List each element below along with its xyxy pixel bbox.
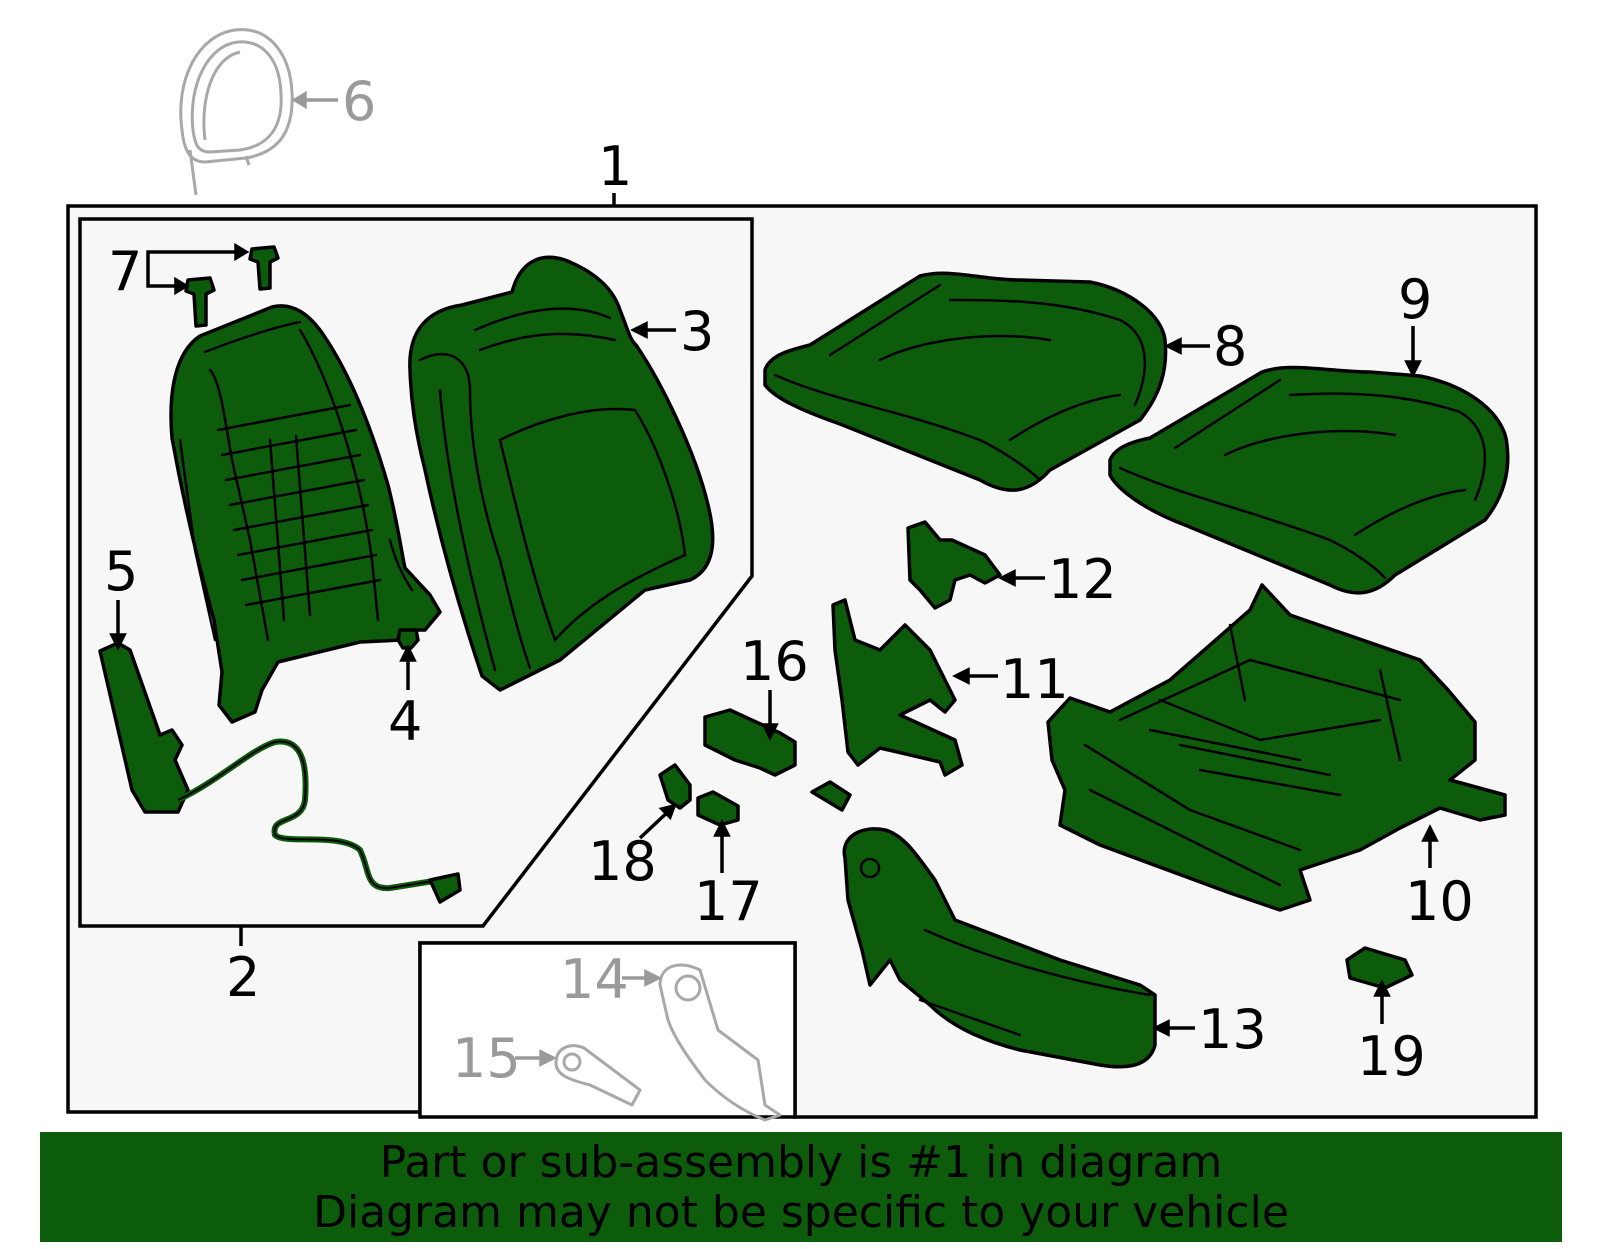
callout-11: 11 — [1000, 648, 1069, 711]
headrest-guide-part-7 — [184, 245, 280, 328]
callout-19: 19 — [1357, 1025, 1426, 1088]
callout-16: 16 — [740, 630, 809, 693]
headrest-part-6 — [179, 28, 294, 196]
clip-part-17 — [696, 790, 740, 827]
clip-part-18 — [658, 763, 692, 810]
seat-frame-part-10 — [1046, 583, 1507, 912]
callout-9: 9 — [1398, 268, 1432, 331]
bolt-part-4 — [396, 628, 420, 650]
disclaimer-banner: Part or sub-assembly is #1 in diagram Di… — [40, 1132, 1562, 1242]
bracket-part-12 — [906, 520, 1002, 610]
clip-part-19 — [1345, 946, 1414, 990]
callout-2: 2 — [226, 946, 260, 1009]
side-trim-part-5 — [98, 641, 462, 904]
callout-12: 12 — [1048, 548, 1117, 611]
callout-15: 15 — [452, 1027, 521, 1090]
callout-1: 1 — [598, 135, 632, 198]
bracket-part-11 — [831, 598, 964, 777]
callout-8: 8 — [1213, 315, 1247, 378]
callout-18: 18 — [588, 830, 657, 893]
callout-10: 10 — [1405, 870, 1474, 933]
trim-part-14 — [658, 963, 782, 1122]
cushion-cover-part-9 — [1108, 365, 1510, 595]
callout-14: 14 — [560, 948, 629, 1011]
side-shield-part-13 — [842, 827, 1157, 1069]
callout-13: 13 — [1198, 998, 1267, 1061]
callout-7: 7 — [108, 240, 142, 303]
callout-5: 5 — [104, 540, 138, 603]
clip-part-16 — [703, 708, 797, 777]
callout-6: 6 — [342, 70, 376, 133]
banner-line-2: Diagram may not be specific to your vehi… — [313, 1187, 1289, 1238]
callout-17: 17 — [694, 870, 763, 933]
trim-part-15 — [554, 1044, 642, 1107]
callout-3: 3 — [680, 300, 714, 363]
banner-line-1: Part or sub-assembly is #1 in diagram — [379, 1137, 1223, 1188]
clip-small — [810, 780, 852, 812]
cushion-pad-part-8 — [763, 271, 1168, 492]
leader-lines — [109, 90, 1439, 1067]
seat-back-cover-part-3 — [408, 255, 715, 692]
seat-back-frame-part-2 — [169, 304, 442, 724]
callout-4: 4 — [388, 690, 422, 753]
